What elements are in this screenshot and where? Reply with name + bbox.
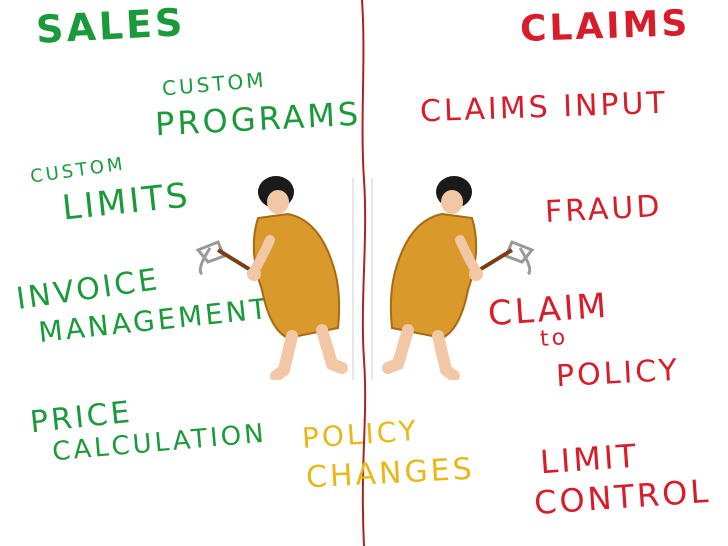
claim-to-policy-line2: to bbox=[539, 325, 569, 352]
fraud-label: FRAUD bbox=[544, 188, 664, 231]
claim-to-policy-line3: POLICY bbox=[555, 352, 681, 395]
sales-heading: SALES bbox=[34, 0, 187, 52]
claims-heading: CLAIMS bbox=[519, 3, 692, 50]
worker-right-illustration bbox=[382, 176, 535, 380]
worker-left-illustration bbox=[195, 176, 348, 380]
limit-control-line1: LIMIT bbox=[538, 436, 641, 482]
